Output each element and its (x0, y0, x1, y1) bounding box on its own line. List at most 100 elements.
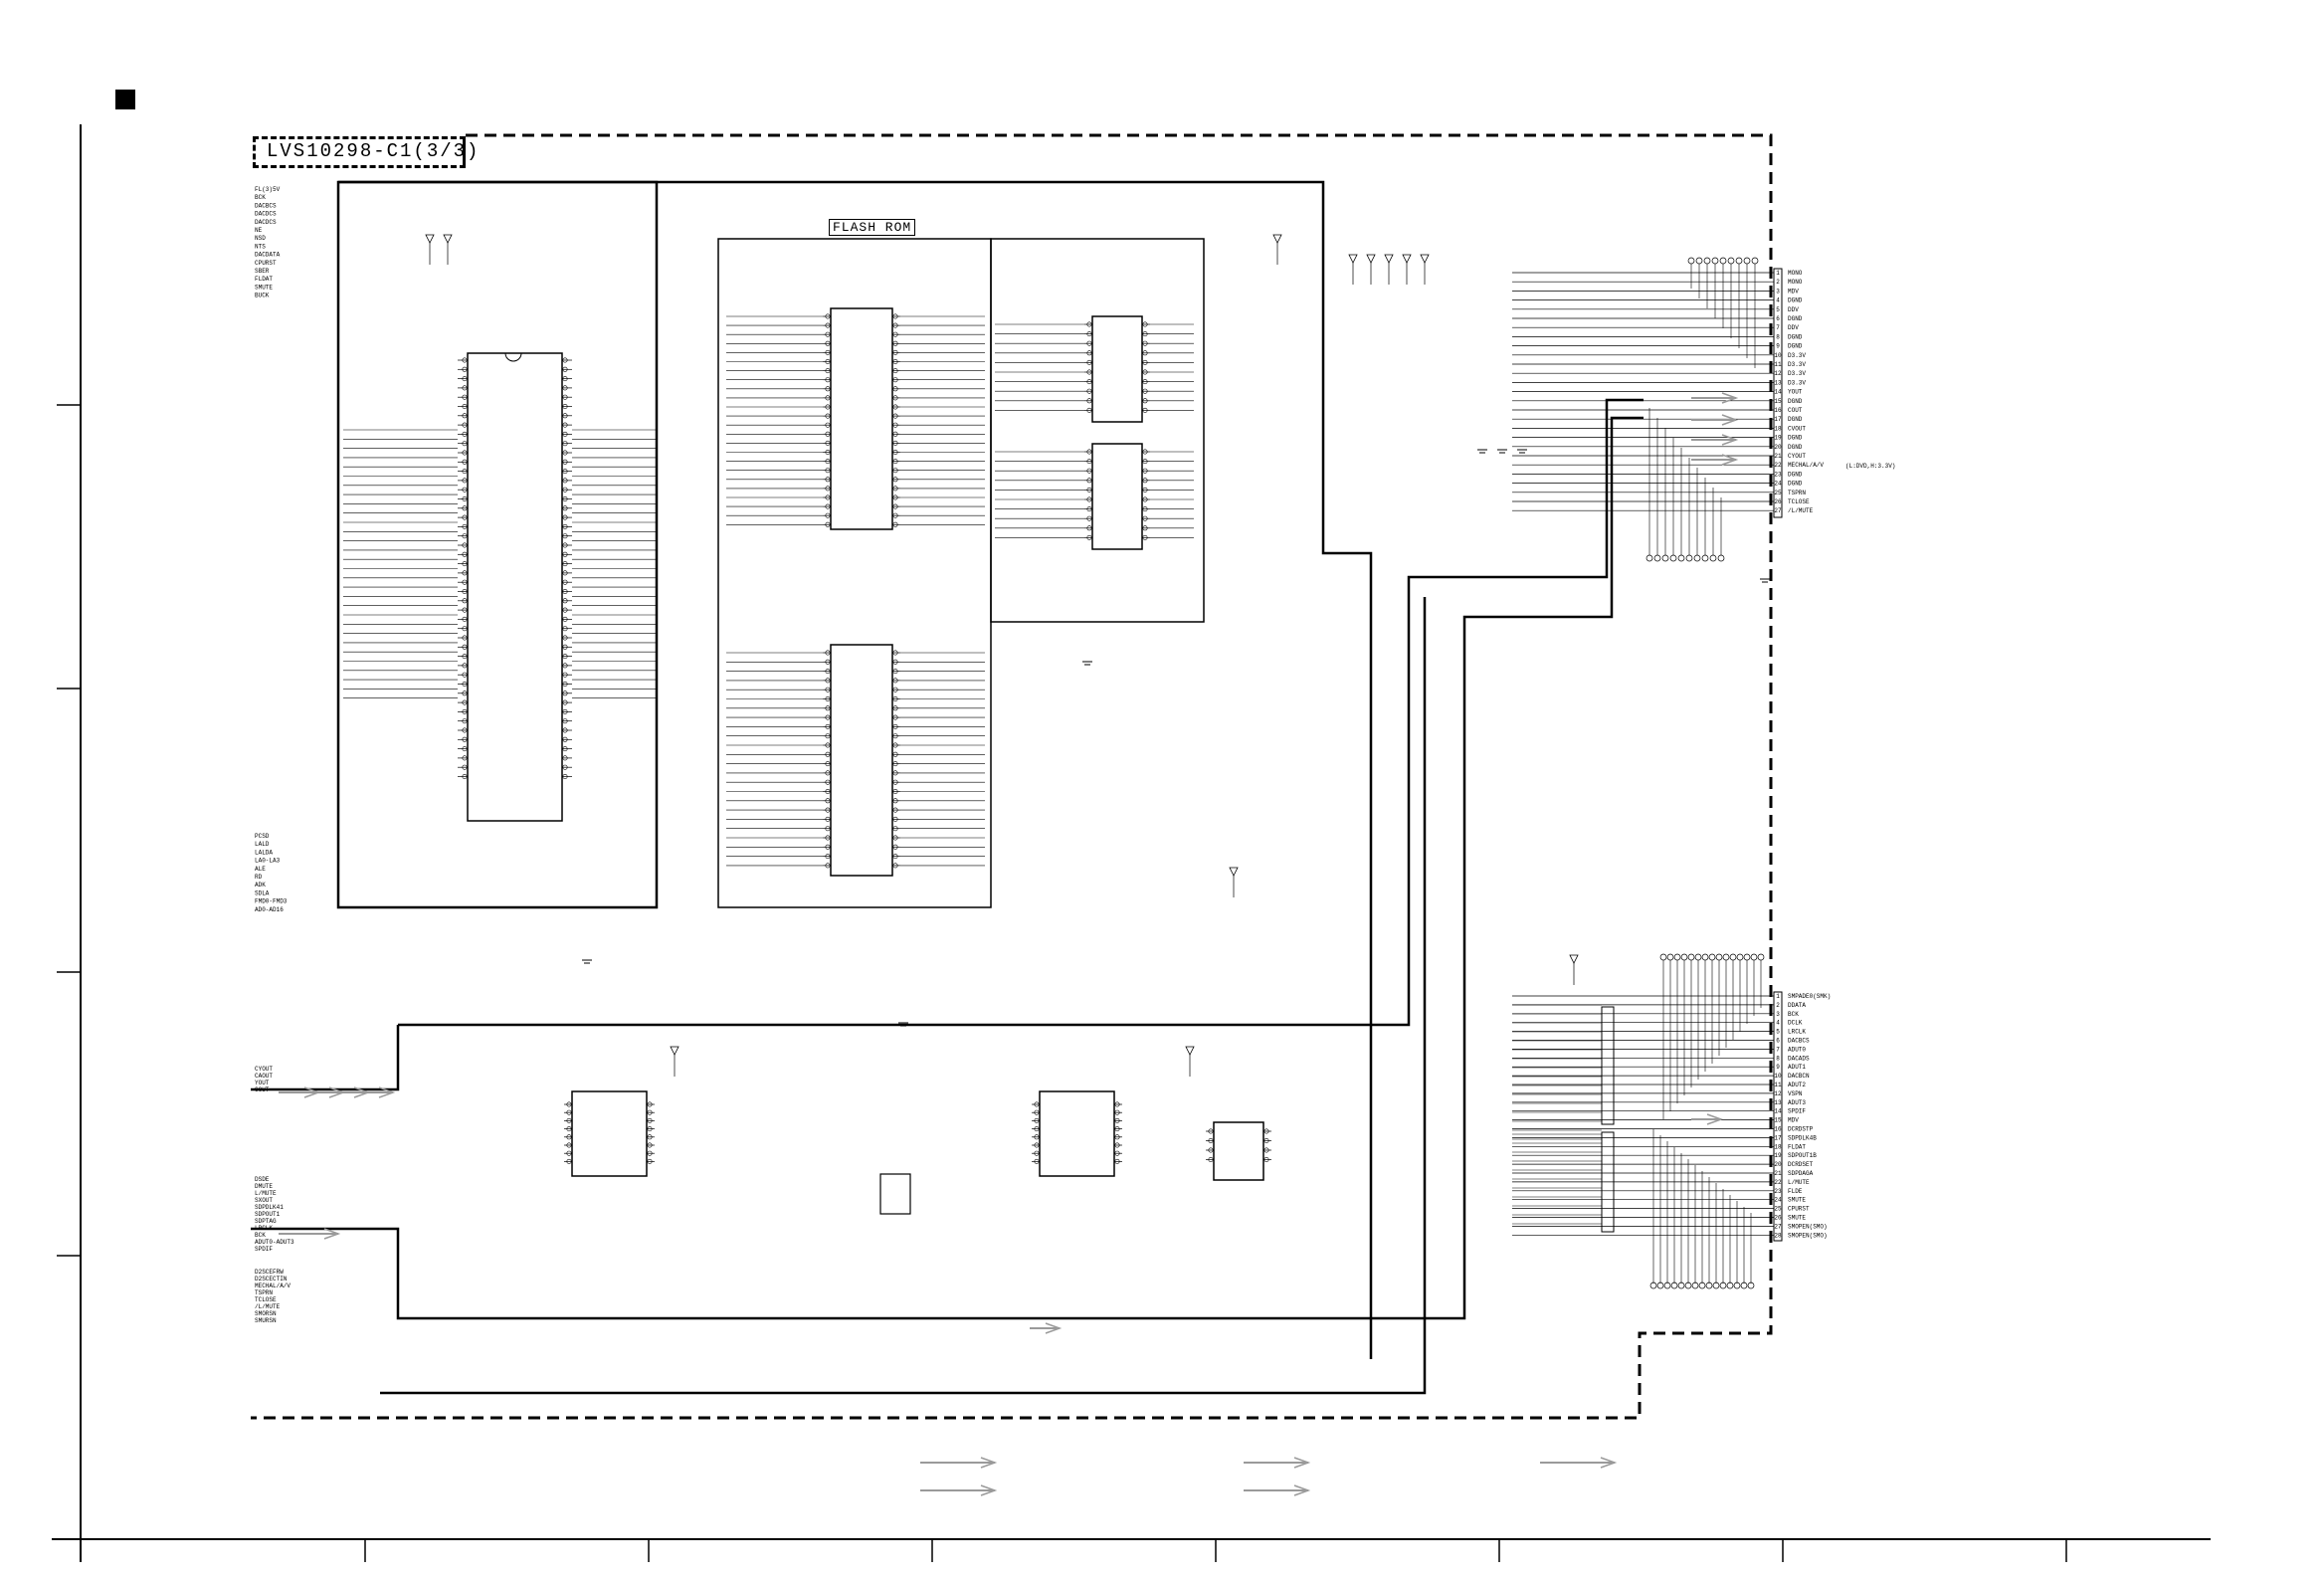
pin-pad (1114, 1150, 1120, 1156)
pin-pad (1086, 388, 1092, 394)
pin-pad (462, 357, 468, 363)
connector-pin-number: 17 (1774, 1134, 1782, 1141)
connector-pin-label: COUT (1788, 407, 1803, 414)
left-signal-label: D2SCECTIN (255, 1276, 288, 1283)
pin-pad (1034, 1158, 1040, 1164)
pin-pad (562, 394, 568, 400)
pin-pad (462, 746, 468, 752)
pin-pad (892, 459, 898, 465)
pin-pad (1142, 350, 1148, 356)
signal-arrow-icon (1045, 1322, 1063, 1334)
connector-note: (L:DVD,H:3.3V) (1845, 463, 1895, 470)
pin-pad (892, 695, 898, 701)
connector-pin-number: 27 (1774, 507, 1782, 514)
left-signal-label: SDPOUT1 (255, 1211, 281, 1218)
connector-pin-number: 22 (1774, 1179, 1782, 1186)
pin-pad (825, 788, 831, 794)
connector-pin-label: DACADS (1788, 1055, 1810, 1062)
pin-pad (892, 687, 898, 692)
left-signal-label: COUT (255, 1086, 270, 1093)
buffer-ic (879, 1173, 911, 1215)
test-point (1722, 953, 1730, 961)
connector-pin-number: 18 (1774, 425, 1782, 432)
connector-pin-number: 14 (1774, 389, 1782, 396)
power-triangle-icon (1420, 254, 1430, 264)
pin-pad (462, 635, 468, 641)
pin-pad (566, 1150, 572, 1156)
connector-pin-number: 10 (1774, 1073, 1782, 1080)
pin-pad (825, 313, 831, 319)
pin-pad (562, 478, 568, 484)
pin-pad (1086, 340, 1092, 346)
left-signal-label: LRCLK (255, 1225, 273, 1232)
test-point (1743, 953, 1751, 961)
pin-pad (1263, 1147, 1269, 1153)
connector-pin-number: 26 (1774, 498, 1782, 505)
connector-pin-label: MONO (1788, 279, 1803, 286)
test-point (1712, 1282, 1720, 1289)
pin-pad (892, 678, 898, 684)
connector-pin-number: 2 (1776, 1002, 1780, 1009)
connector-pin-label: D3.3V (1788, 379, 1806, 386)
pin-pad (892, 386, 898, 392)
pin-pad (462, 764, 468, 770)
pin-pad (825, 322, 831, 328)
pin-pad (562, 579, 568, 585)
connector-pin-label: ADUT1 (1788, 1064, 1806, 1071)
left-signal-label: LALD (255, 841, 270, 848)
pin-pad (647, 1126, 653, 1132)
connector-pin-number: 8 (1776, 1055, 1780, 1062)
pin-pad (462, 533, 468, 539)
pin-pad (1086, 407, 1092, 413)
pin-pad (825, 723, 831, 729)
pin-pad (1114, 1126, 1120, 1132)
pin-pad (562, 654, 568, 660)
pin-pad (1086, 379, 1092, 385)
pin-pad (462, 487, 468, 493)
pin-pad (562, 616, 568, 622)
connector-pin-label: DCRDSET (1788, 1161, 1814, 1168)
connector-pin-number: 11 (1774, 1082, 1782, 1088)
pin-pad (825, 779, 831, 785)
left-signal-label: NE (255, 227, 263, 234)
left-signal-label: DACDATA (255, 252, 281, 259)
pin-pad (1034, 1134, 1040, 1140)
pin-pad (892, 751, 898, 757)
pin-pad (562, 663, 568, 669)
connector-pin-label: ADUT3 (1788, 1099, 1806, 1106)
pin-pad (892, 431, 898, 437)
left-signal-label: SPDIF (255, 1246, 273, 1253)
left-signal-label: BCK (255, 194, 266, 201)
pin-pad (825, 449, 831, 455)
pin-pad (562, 588, 568, 594)
connector-pin-label: MDV (1788, 288, 1799, 295)
gate-ic-2 (1039, 1090, 1115, 1177)
pin-pad (1142, 388, 1148, 394)
pin-pad (892, 413, 898, 419)
power-triangle-icon (1366, 254, 1376, 264)
left-signal-label: AD0-AD16 (255, 906, 284, 913)
connector-pin-label: SMUTE (1788, 1197, 1806, 1204)
pin-pad (562, 635, 568, 641)
connector-pin-number: 17 (1774, 416, 1782, 423)
pin-pad (825, 395, 831, 401)
test-point (1669, 554, 1677, 562)
pin-pad (825, 761, 831, 767)
left-signal-label: ALE (255, 866, 266, 873)
pin-pad (825, 512, 831, 518)
pin-pad (566, 1158, 572, 1164)
test-point (1701, 953, 1709, 961)
pin-pad (1034, 1117, 1040, 1123)
test-point (1687, 257, 1695, 265)
pin-pad (462, 672, 468, 678)
power-triangle-icon (1402, 254, 1412, 264)
pin-pad (562, 403, 568, 409)
sdram-ic (467, 352, 563, 822)
left-signal-label: SDLA (255, 889, 270, 896)
pin-pad (825, 331, 831, 337)
pin-pad (1263, 1157, 1269, 1163)
connector-pin-number: 19 (1774, 1152, 1782, 1159)
pin-pad (892, 368, 898, 374)
connector-pin-label: L/MUTE (1788, 1179, 1810, 1186)
test-point (1750, 953, 1758, 961)
